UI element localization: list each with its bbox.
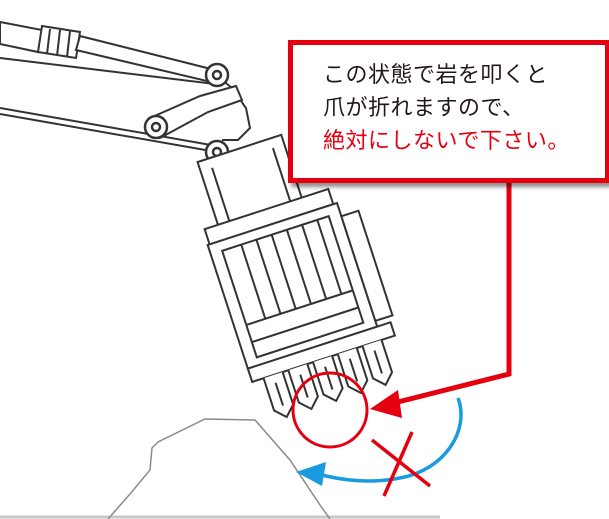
x-mark-icon	[370, 431, 432, 497]
callout-line-2: 爪が折れますので、	[323, 96, 525, 121]
crusher-bucket	[196, 133, 397, 419]
callout-line-3: 絶対にしないで下さい。	[323, 129, 570, 154]
curved-blue-arrow-icon	[317, 397, 463, 483]
boom-arm	[0, 57, 252, 155]
warning-callout: この状態で岩を叩くと 爪が折れますので、 絶対にしないで下さい。	[288, 40, 609, 183]
leader-line	[389, 182, 512, 407]
blue-arrowhead	[296, 462, 326, 486]
hydraulic-cylinder	[0, 20, 217, 84]
rock-outline	[107, 418, 331, 519]
callout-line-1: この状態で岩を叩くと	[323, 63, 549, 88]
red-arrow-icon	[370, 390, 402, 418]
circle-highlight	[291, 371, 369, 449]
